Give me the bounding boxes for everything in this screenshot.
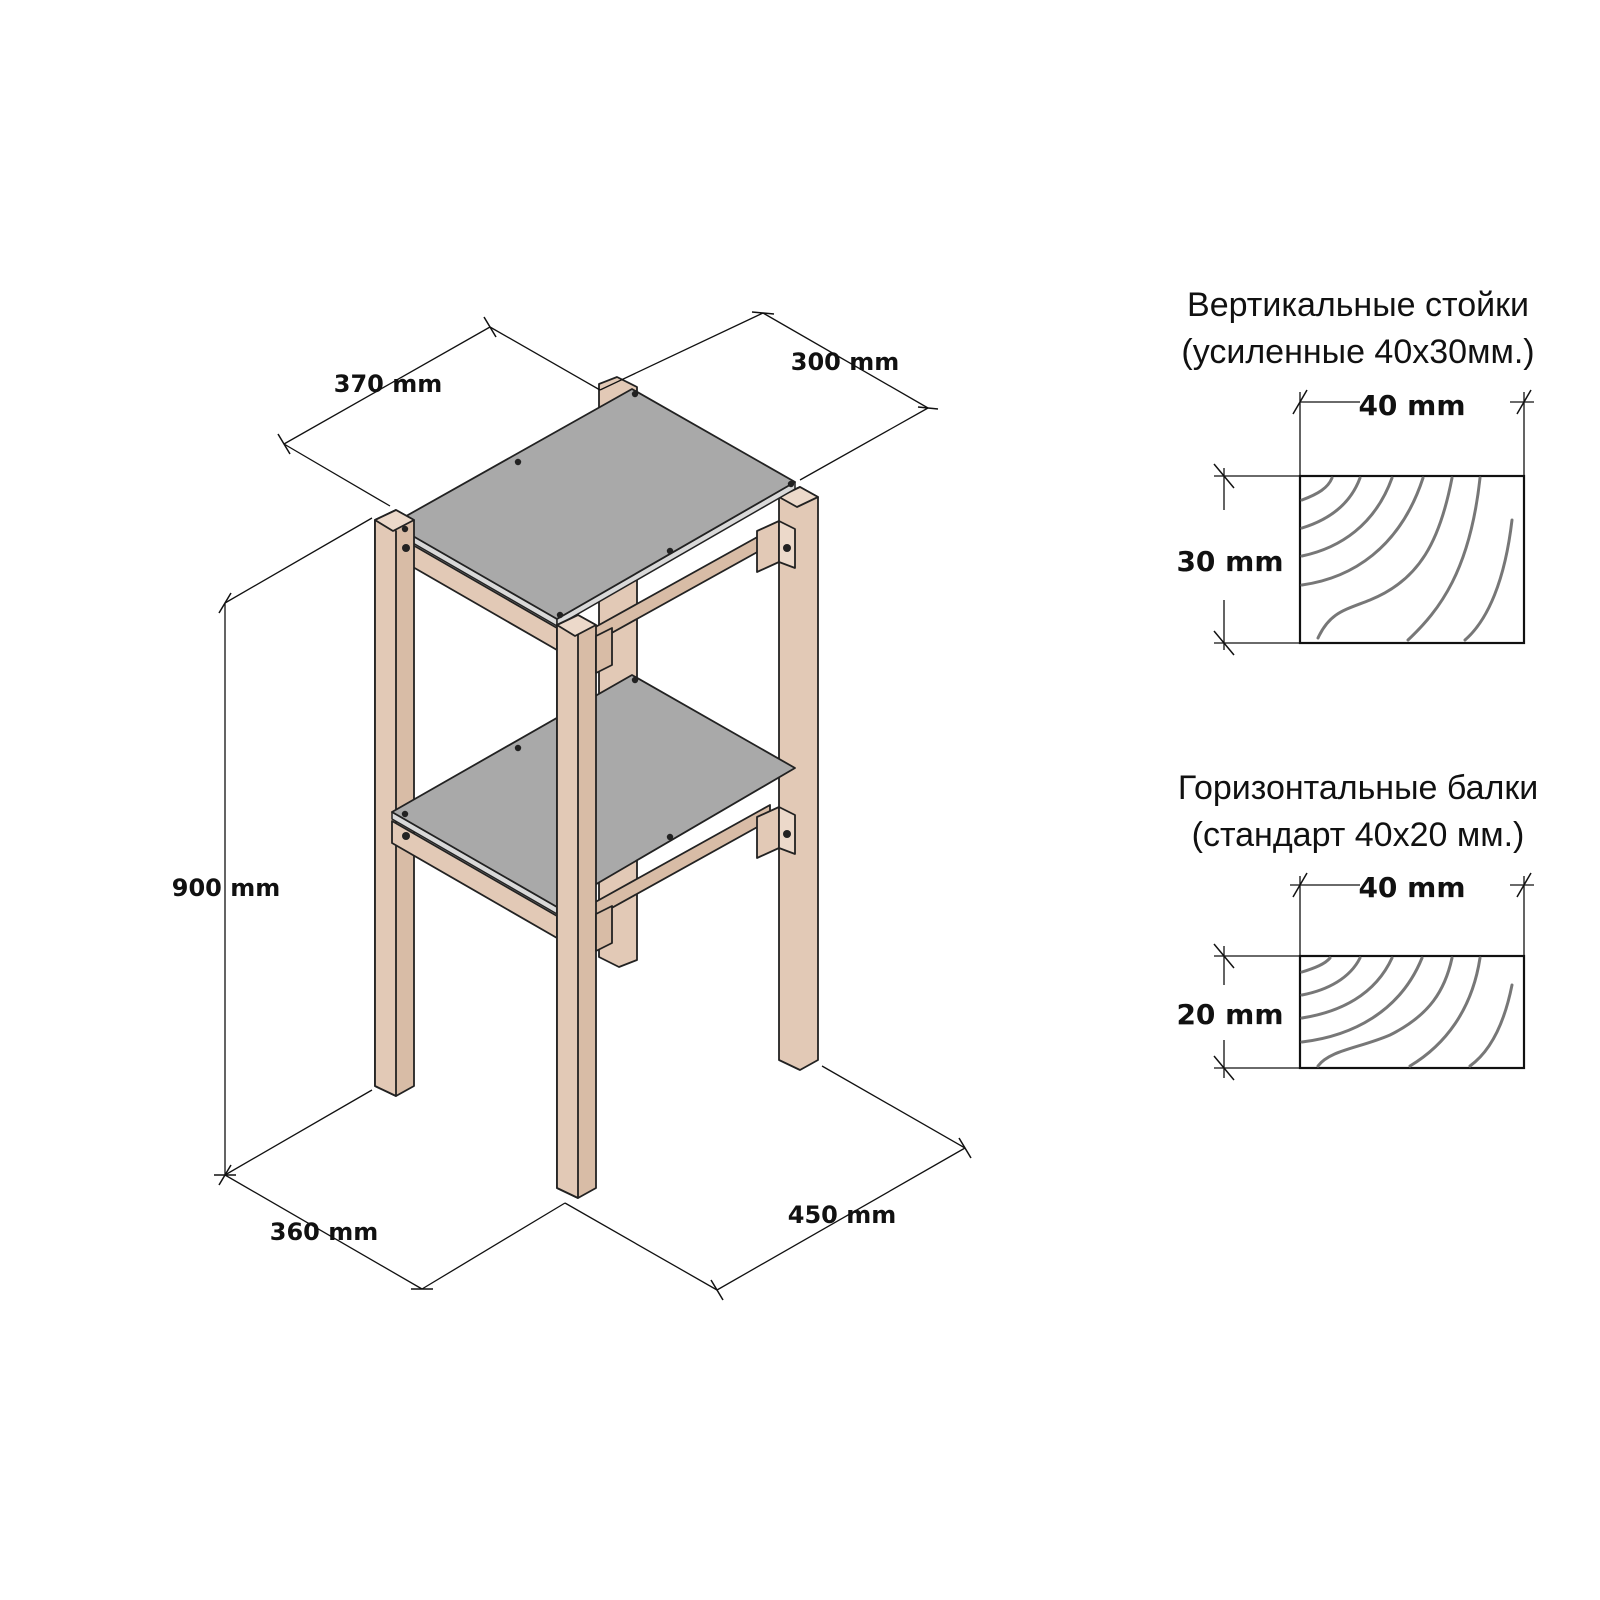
- rail-top-front-block: [595, 627, 613, 674]
- horizontal-beams-title: Горизонтальные балки: [1178, 769, 1538, 807]
- wood-grain-icon: [1300, 956, 1514, 1068]
- vertical-posts-height-label: 30 mm: [1176, 545, 1283, 578]
- rail-bottom-right-block: [756, 806, 780, 859]
- wood-grain-icon: [1300, 476, 1514, 642]
- shelf-unit: [374, 376, 819, 1199]
- dim-height-label: 900 mm: [172, 874, 280, 902]
- horizontal-beams-subtitle: (стандарт 40х20 мм.): [1192, 816, 1525, 854]
- post-front-front: [556, 624, 579, 1199]
- vertical-posts-section: Вертикальные стойки (усиленные 40х30мм.)…: [1176, 286, 1535, 656]
- horizontal-beams-section: Горизонтальные балки (стандарт 40х20 мм.…: [1176, 769, 1538, 1081]
- dimension-lines: [214, 311, 972, 1301]
- post-front-top: [556, 614, 597, 637]
- dim-depth-bottom-label: 360 mm: [270, 1218, 378, 1246]
- rail-top-right-block: [756, 520, 780, 573]
- vertical-posts-subtitle: (усиленные 40х30мм.): [1181, 333, 1534, 371]
- post-left-front: [374, 519, 397, 1097]
- horizontal-beam-section: [1298, 954, 1526, 1070]
- shelf-top: [391, 388, 796, 620]
- post-left-top: [374, 509, 415, 532]
- vertical-posts-title: Вертикальные стойки: [1187, 286, 1529, 324]
- horizontal-beams-width-label: 40 mm: [1358, 871, 1465, 904]
- dim-width-bottom-label: 450 mm: [788, 1201, 896, 1229]
- vertical-posts-width-label: 40 mm: [1358, 389, 1465, 422]
- horizontal-beams-height-label: 20 mm: [1176, 998, 1283, 1031]
- post-right-side: [778, 486, 819, 1071]
- rail-bottom-front-block: [595, 905, 613, 952]
- dim-depth-top-label: 370 mm: [334, 370, 442, 398]
- dim-width-top-label: 300 mm: [791, 348, 899, 376]
